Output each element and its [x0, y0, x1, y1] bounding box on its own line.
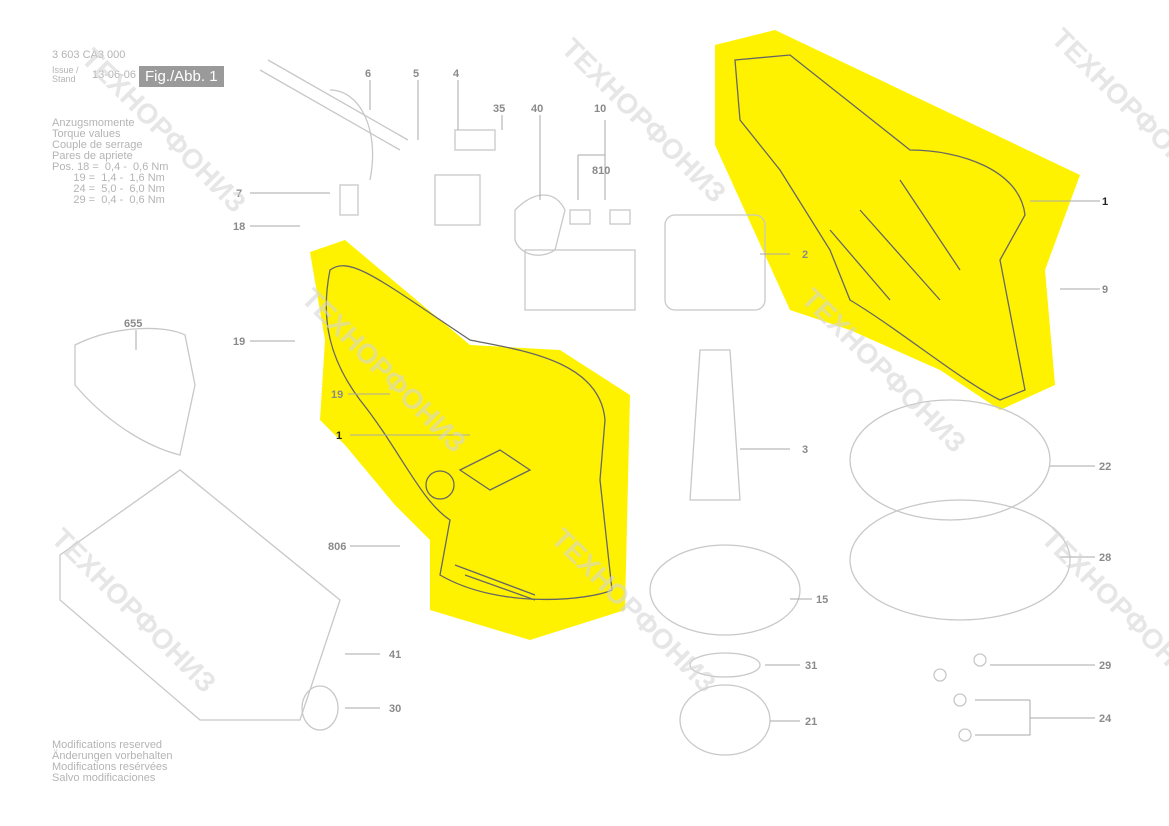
watermark: ТЕХНОРФОНИЗ — [76, 42, 252, 218]
torque-row: Pos. 18 = 0,4 - 0,6 Nm — [52, 161, 169, 173]
footer-notes: Modifications reserved Änderungen vorbeh… — [52, 740, 172, 784]
part-label: 3 — [802, 444, 808, 456]
part-label: 1 — [336, 430, 342, 442]
footer-line: Änderungen vorbehalten — [52, 750, 173, 762]
part-label: 806 — [328, 541, 346, 553]
part-label: 15 — [816, 594, 828, 606]
part-label: 22 — [1099, 461, 1111, 473]
torque-block: Anzugsmomente Torque values Couple de se… — [52, 118, 168, 206]
footer-line: Modifications resérvées — [52, 761, 168, 773]
torque-title-de: Anzugsmomente — [52, 117, 135, 129]
part-label: 40 — [531, 103, 543, 115]
part-label: 4 — [453, 68, 460, 80]
part-label: 9 — [1102, 284, 1108, 296]
part-label: 41 — [389, 649, 401, 661]
part-label: 810 — [592, 165, 610, 177]
watermark: ТЕХНОРФОНИЗ — [1036, 522, 1169, 698]
torque-row: 19 = 1,4 - 1,6 Nm — [52, 172, 165, 184]
part-label: 19 — [331, 389, 343, 401]
figure-label: Fig./Abb. 1 — [139, 66, 224, 87]
issue-label: Issue / Stand — [52, 65, 79, 84]
part-label: 655 — [124, 318, 142, 330]
part-label: 24 — [1099, 713, 1112, 725]
part-label: 5 — [413, 68, 419, 80]
footer-line: Modifications reserved — [52, 739, 163, 751]
torque-row: 24 = 5,0 - 6,0 Nm — [52, 183, 165, 195]
watermark: ТЕХНОРФОНИЗ — [556, 32, 732, 208]
part-label: 21 — [805, 716, 817, 728]
footer-line: Salvo modificaciones — [52, 772, 156, 784]
gray-parts — [59, 59, 1071, 756]
part-number: 3 603 CA3 000 — [52, 49, 126, 61]
housing-half-right — [734, 54, 1026, 401]
part-label: 30 — [389, 703, 401, 715]
torque-title-en: Torque values — [52, 128, 121, 140]
part-label: 2 — [802, 249, 808, 261]
part-label: 1 — [1102, 196, 1108, 208]
part-label: 31 — [805, 660, 817, 672]
part-label: 29 — [1099, 660, 1111, 672]
highlight-housing-left — [310, 240, 630, 640]
torque-title-es: Pares de apriete — [52, 150, 133, 162]
highlight-housing-right — [715, 30, 1080, 410]
torque-title-fr: Couple de serrage — [52, 139, 143, 151]
part-label: 19 — [233, 336, 245, 348]
part-label: 7 — [236, 188, 242, 200]
part-labels: 6 5 4 35 40 10 810 7 18 655 19 19 1 806 … — [124, 68, 1112, 728]
part-label: 10 — [594, 103, 606, 115]
leader-lines — [135, 80, 1100, 736]
issue-date: 13-06-06 — [92, 69, 137, 81]
part-label: 6 — [365, 68, 371, 80]
part-label: 18 — [233, 221, 245, 233]
torque-row: 29 = 0,4 - 0,6 Nm — [52, 194, 165, 206]
housing-half-left — [325, 265, 613, 601]
part-label: 28 — [1099, 552, 1111, 564]
part-label: 35 — [493, 103, 505, 115]
